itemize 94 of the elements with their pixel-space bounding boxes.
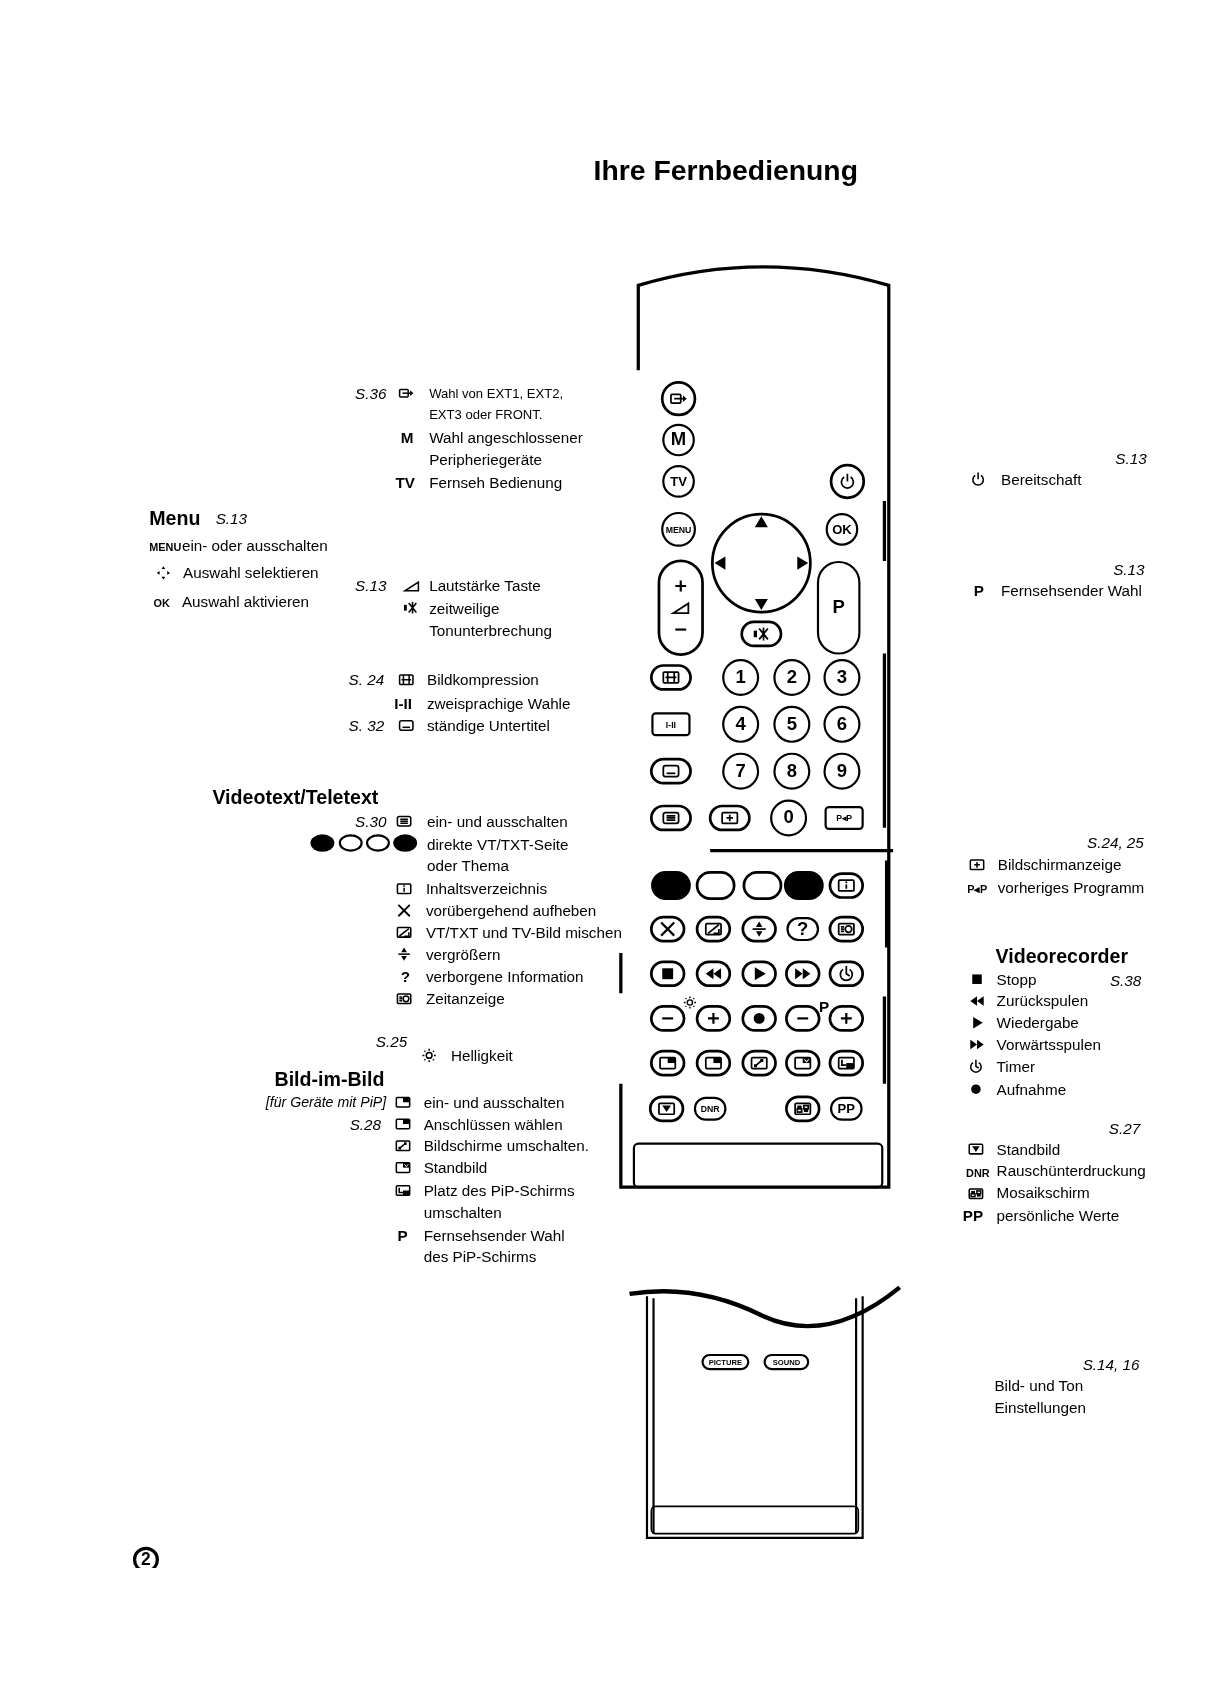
description-text: Timer (996, 1056, 1036, 1078)
page-reference: S.28 (349, 1114, 381, 1135)
key-symbol: P (397, 1225, 408, 1246)
round-button: 8 (773, 752, 811, 790)
round-button: M (662, 423, 695, 457)
page-reference: S.38 (1109, 970, 1142, 991)
description-text: ein- und ausschalten (423, 1092, 565, 1113)
description-text: Zeitanzeige (425, 989, 505, 1010)
round-button: 2 (773, 658, 811, 696)
page-reference: S.13 (215, 508, 248, 530)
page-reference: S.36 (355, 383, 387, 404)
page-reference: S. 32 (348, 715, 385, 737)
key-symbol: I-II (394, 693, 413, 715)
section-heading: Videorecorder (995, 944, 1129, 970)
description-text: zweisprachige Wahle (426, 693, 571, 715)
key-symbol: P◂P (967, 882, 988, 898)
description-text: VT/TXT und TV-Bild mischen (425, 922, 622, 944)
page-reference: S.25 (375, 1031, 408, 1052)
description-text: Anschlüssen wählen (423, 1114, 563, 1135)
page-reference: S.13 (1115, 448, 1147, 470)
description-text: persönliche Werte (996, 1205, 1120, 1227)
round-button: 0 (770, 799, 808, 837)
key-symbol: MENU (149, 540, 182, 556)
description-text: Vorwärtsspulen (996, 1034, 1101, 1056)
description-text: Bildkompression (426, 669, 539, 691)
description-text: Standbild (996, 1139, 1061, 1160)
page-reference: S.24, 25 (1087, 833, 1144, 854)
description-text: Bereitschaft (1000, 469, 1082, 490)
page-number: 2 (132, 1546, 159, 1568)
description-text: Platz des PiP-Schirms umschalten (423, 1180, 576, 1223)
key-button: I-II (651, 712, 691, 737)
round-button: 1 (722, 658, 760, 696)
description-text: direkte VT/TXT-Seite oder Thema (426, 834, 570, 877)
round-button: 7 (722, 752, 760, 790)
page-reference: S.14, 16 (1082, 1355, 1140, 1376)
round-button: 5 (773, 705, 811, 743)
key-symbol: OK (153, 595, 170, 611)
description-text: Fernsehsender Wahl des PiP-Schirms (423, 1225, 566, 1268)
description-text: verborgene Information (425, 967, 584, 988)
round-button: OK (825, 513, 859, 546)
description-text: ein- oder ausschalten (181, 536, 328, 557)
description-text: Inhaltsverzeichnis (425, 879, 548, 900)
page-reference: S.13 (1113, 559, 1145, 581)
description-text: Bildschirmanzeige (997, 855, 1122, 876)
oval-button: ? (786, 917, 820, 942)
key-button: P◂P (824, 806, 864, 830)
note-text: [für Geräte mit PiP] (265, 1092, 387, 1112)
description-text: ständige Untertitel (426, 715, 550, 737)
key-symbol: ? (400, 967, 411, 988)
description-text: vergrößern (425, 944, 501, 965)
page-reference: S.27 (1108, 1118, 1141, 1140)
description-text: Wiedergabe (996, 1013, 1079, 1034)
description-text: Helligkeit (450, 1045, 513, 1067)
section-heading: Bild-im-Bild (274, 1067, 385, 1093)
key-symbol: P (819, 996, 830, 1018)
key-symbol: P (973, 580, 984, 602)
page-title: Ihre Fernbedienung (593, 152, 858, 188)
description-text: Fernseh Bedienung (429, 472, 563, 494)
description-text: Bild- und Ton Einstellungen (994, 1375, 1087, 1418)
description-text: ein- und ausschalten (426, 811, 568, 832)
oval-button: DNR (693, 1096, 727, 1121)
description-text: Auswahl aktivieren (181, 591, 310, 612)
description-text: Aufnahme (996, 1079, 1067, 1100)
round-button: 6 (823, 705, 861, 743)
page-reference: S.30 (355, 811, 387, 832)
description-text: vorübergehend aufheben (425, 900, 597, 922)
description-text: zeitweilige Tonunterbrechung (429, 599, 554, 642)
key-symbol: PP (962, 1205, 984, 1227)
description-text: Wahl von EXT1, EXT2, EXT3 oder FRONT. (429, 384, 565, 425)
round-button: 4 (722, 705, 760, 743)
section-heading: Menu (149, 506, 201, 532)
description-text: Stopp (996, 969, 1037, 990)
key-symbol: DNR (966, 1166, 990, 1182)
key-symbol: TV (395, 472, 415, 494)
pill-button: P (816, 560, 861, 655)
description-text: Wahl angeschlossener Peripheriegeräte (429, 428, 584, 471)
oval-button: PP (829, 1096, 863, 1121)
page-reference: S.13 (355, 576, 387, 597)
description-text: Zurückspulen (996, 991, 1089, 1012)
description-text: Auswahl selektieren (183, 563, 319, 584)
description-text: Lautstärke Taste (429, 576, 541, 597)
round-button: 3 (823, 658, 861, 696)
description-text: Rauschünterdruckung (996, 1161, 1146, 1182)
description-text: Fernsehsender Wahl (1000, 580, 1142, 602)
round-button: TV (662, 465, 695, 498)
description-text: Bildschirme umschalten. (423, 1136, 589, 1157)
round-button: 9 (823, 752, 861, 790)
description-text: vorheriges Programm (997, 878, 1145, 899)
page-reference: S. 24 (348, 669, 385, 691)
description-text: Standbild (423, 1157, 488, 1179)
description-text: Mosaikschirm (996, 1182, 1090, 1204)
key-symbol: M (400, 428, 414, 449)
round-button: MENU (661, 511, 696, 547)
section-heading: Videotext/Teletext (212, 785, 379, 811)
